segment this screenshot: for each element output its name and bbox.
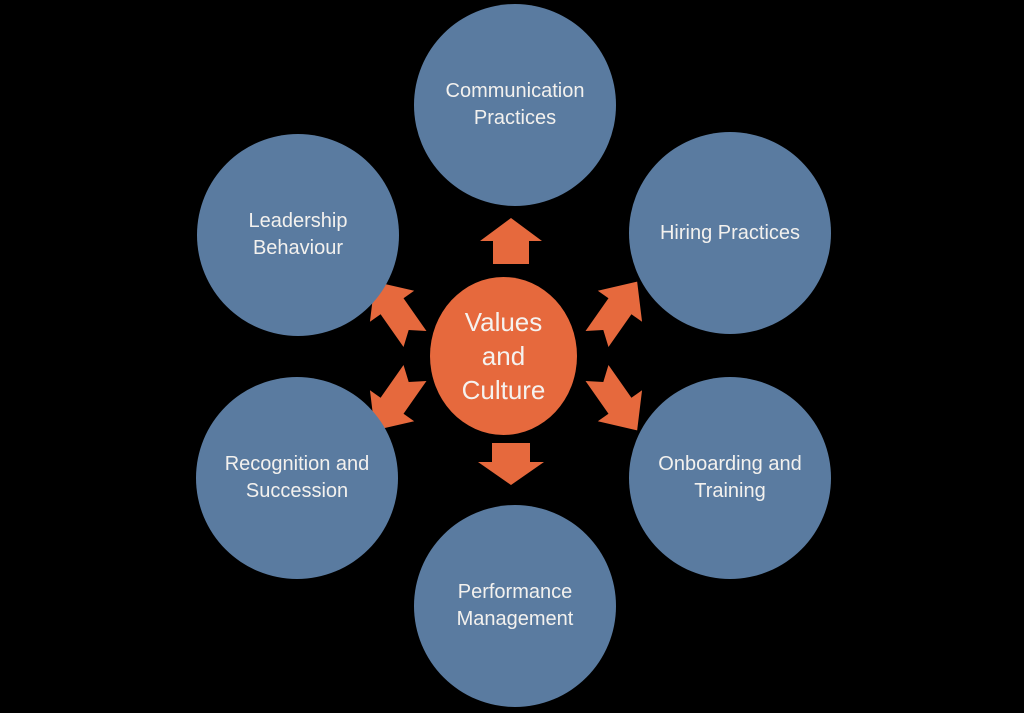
node-recognition-and-succession: Recognition and Succession (196, 377, 398, 579)
node-label: Leadership Behaviour (248, 210, 348, 259)
hub-label: Values and Culture (461, 306, 546, 406)
arrow-up-icon (480, 218, 542, 264)
node-label: Onboarding and Training (658, 453, 802, 502)
hub-values-and-culture: Values and Culture (430, 277, 577, 435)
node-leadership-behaviour: Leadership Behaviour (197, 134, 399, 336)
node-hiring-practices: Hiring Practices (629, 132, 831, 334)
node-performance-management: Performance Management (414, 505, 616, 707)
arrow-lower-left-icon (369, 364, 427, 431)
arrow-upper-right-icon (585, 281, 643, 348)
node-label: Recognition and Succession (224, 453, 370, 502)
node-communication-practices: Communication Practices (414, 4, 616, 206)
node-onboarding-and-training: Onboarding and Training (629, 377, 831, 579)
arrow-upper-left-icon (369, 281, 427, 348)
node-label: Communication Practices (445, 80, 585, 129)
arrow-lower-right-icon (585, 364, 643, 431)
node-label: Performance Management (456, 581, 574, 630)
node-label: Hiring Practices (659, 221, 801, 244)
arrow-down-icon (478, 443, 544, 485)
